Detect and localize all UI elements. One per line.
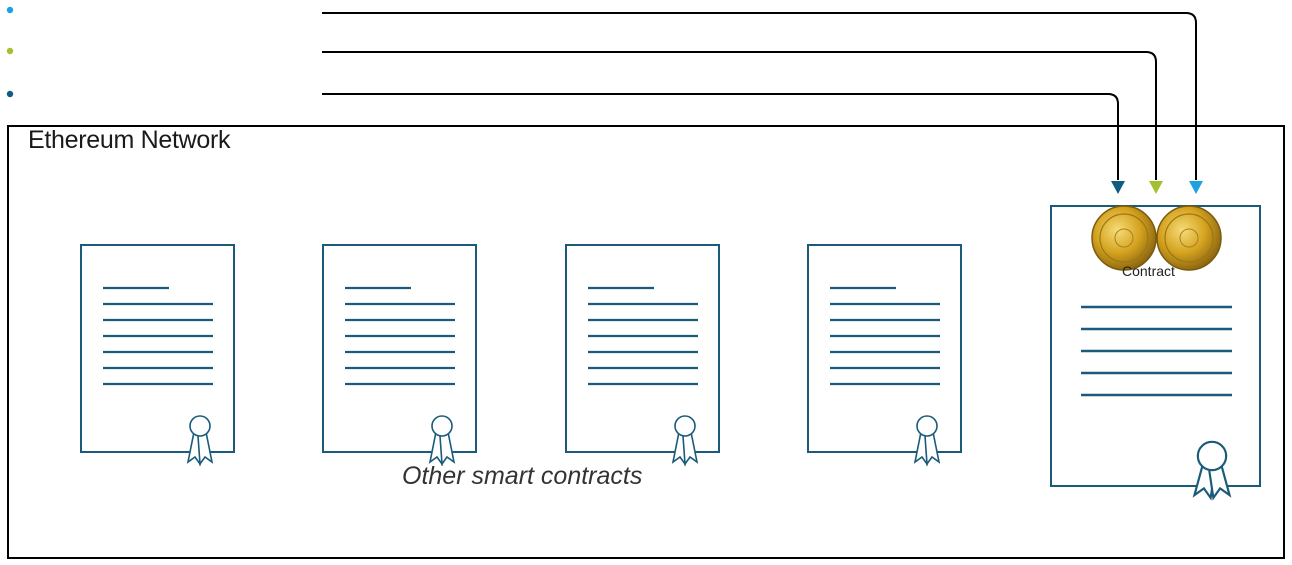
other-contracts-group [80,244,962,467]
coin-icon [1091,205,1157,271]
input-arrowheads [1111,181,1203,194]
ribbon-icon [186,415,214,467]
connector-1 [322,12,1197,180]
arrowhead-1-icon [1189,181,1203,194]
input-bullets [6,6,14,98]
contract-document-icon [807,244,962,467]
main-contract-ribbon-icon [1192,440,1232,501]
input-bullet-2 [6,47,14,55]
input-connectors [322,12,1197,180]
ribbon-icon [913,415,941,467]
network-title: Ethereum Network [28,126,231,154]
main-contract-document [1050,205,1261,501]
connector-3 [322,93,1119,180]
ribbon-icon [671,415,699,467]
main-contract-page [1050,205,1261,487]
contract-document-icon [322,244,477,467]
other-contracts-label: Other smart contracts [402,462,643,490]
coin-icon [1156,205,1222,271]
network-boundary [7,125,1285,559]
input-bullet-3 [6,90,14,98]
ribbon-icon [428,415,456,467]
contract-document-icon [80,244,235,467]
contract-document-icon [565,244,720,467]
input-bullet-1 [6,6,14,14]
arrowhead-2-icon [1149,181,1163,194]
main-contract-label: Contract [1122,263,1175,279]
connector-2 [322,51,1157,180]
arrowhead-3-icon [1111,181,1125,194]
